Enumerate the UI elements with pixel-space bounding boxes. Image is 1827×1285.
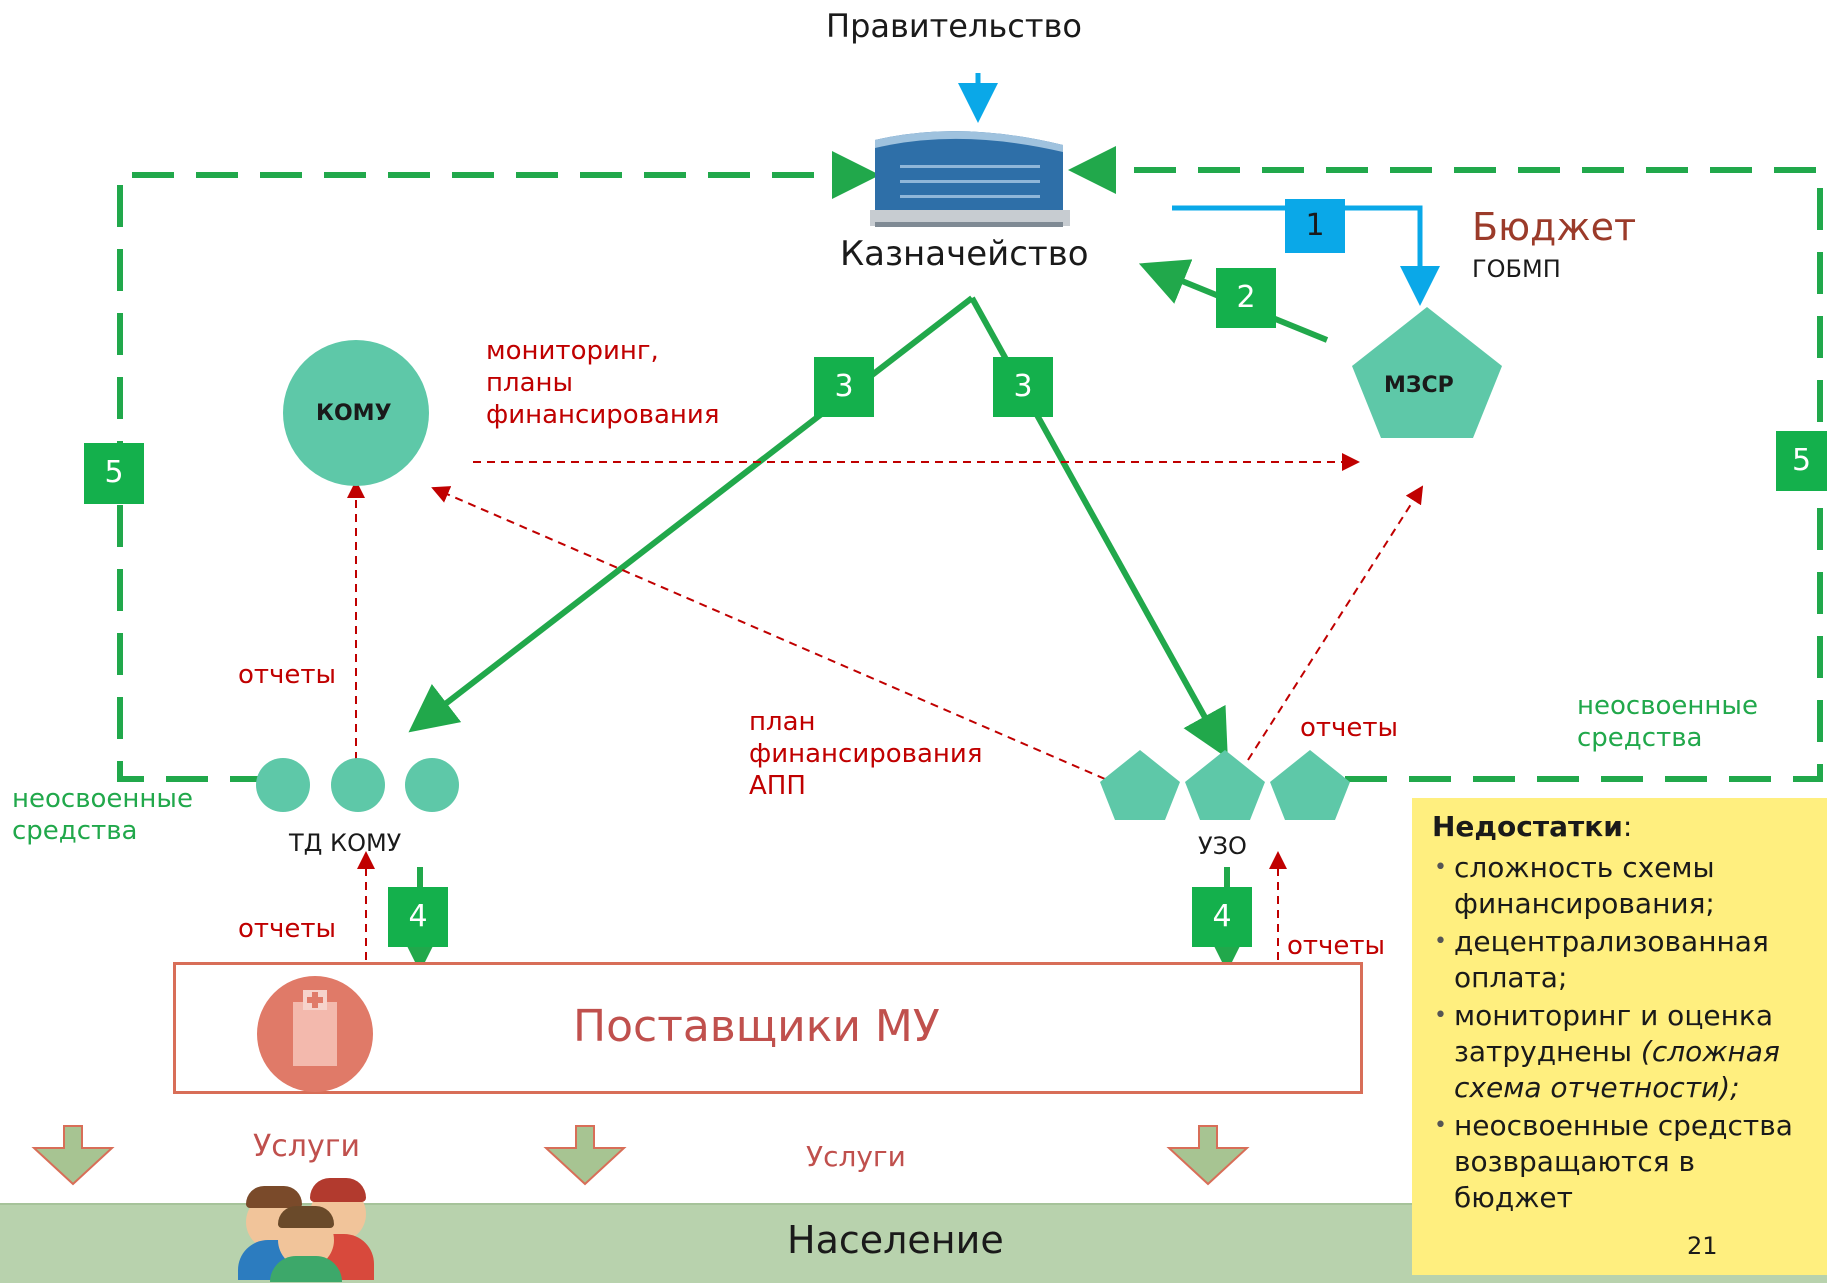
mzsr-node [1352, 307, 1502, 438]
budget-label: Бюджет [1472, 205, 1637, 249]
people-icon [236, 1156, 376, 1282]
gobmp-label: ГОБМП [1472, 255, 1561, 283]
td-komu-node-3 [405, 758, 459, 812]
hospital-icon [257, 976, 373, 1092]
step-5-box-left: 5 [84, 443, 144, 504]
services-arrow-2 [543, 1125, 627, 1186]
drawbacks-note: Недостатки: сложность схемыфинансировани… [1412, 798, 1827, 1275]
reports-label-provider-right: отчеты [1287, 931, 1386, 961]
step-3-box-left: 3 [814, 357, 874, 417]
treasury-building-image [870, 131, 1070, 227]
td-komu-node-1 [256, 758, 310, 812]
flow-3-arrow-left [408, 295, 974, 733]
drawbacks-title: Недостатки: [1432, 810, 1633, 843]
services-label-1: Услуги [253, 1129, 360, 1164]
plan-arrow [431, 486, 1106, 780]
providers-box [173, 962, 1363, 1094]
uzo-node-3 [1270, 750, 1350, 820]
step-1-box: 1 [1285, 199, 1345, 253]
td-komu-node-2 [331, 758, 385, 812]
step-5-box-right: 5 [1776, 431, 1827, 491]
page-number: 21 [1687, 1232, 1718, 1260]
komu-label: КОМУ [316, 401, 392, 426]
komu-node [283, 340, 429, 486]
reports-label-provider-left: отчеты [238, 914, 337, 944]
uzo-label: УЗО [1198, 832, 1247, 860]
step-3-box-right: 3 [993, 357, 1053, 417]
step-4-box-left: 4 [388, 887, 448, 947]
unspent-loop-left [117, 151, 880, 782]
uzo-node-2 [1185, 750, 1265, 820]
services-arrow-3 [1166, 1125, 1250, 1186]
uzo-node-1 [1100, 750, 1180, 820]
flow-1-arrow [1172, 205, 1440, 306]
td-komu-label: ТД КОМУ [289, 829, 402, 857]
reports-label-td-komu: отчеты [238, 660, 337, 690]
step-4-box-right: 4 [1192, 887, 1252, 947]
mzsr-label: МЗСР [1384, 373, 1454, 398]
services-label-2: Услуги [806, 1140, 906, 1173]
step-2-box: 2 [1216, 268, 1276, 328]
government-label: Правительство [826, 7, 1082, 45]
providers-label: Поставщики МУ [573, 1001, 940, 1052]
reports-label-uzo: отчеты [1300, 713, 1399, 743]
population-label: Население [787, 1218, 1004, 1262]
services-arrow-1 [31, 1125, 115, 1186]
drawback-item: мониторинг и оценка затруднены (сложная … [1412, 998, 1827, 1106]
treasury-label: Казначейство [840, 234, 1089, 274]
uzo-reports-arrow [1247, 485, 1424, 761]
